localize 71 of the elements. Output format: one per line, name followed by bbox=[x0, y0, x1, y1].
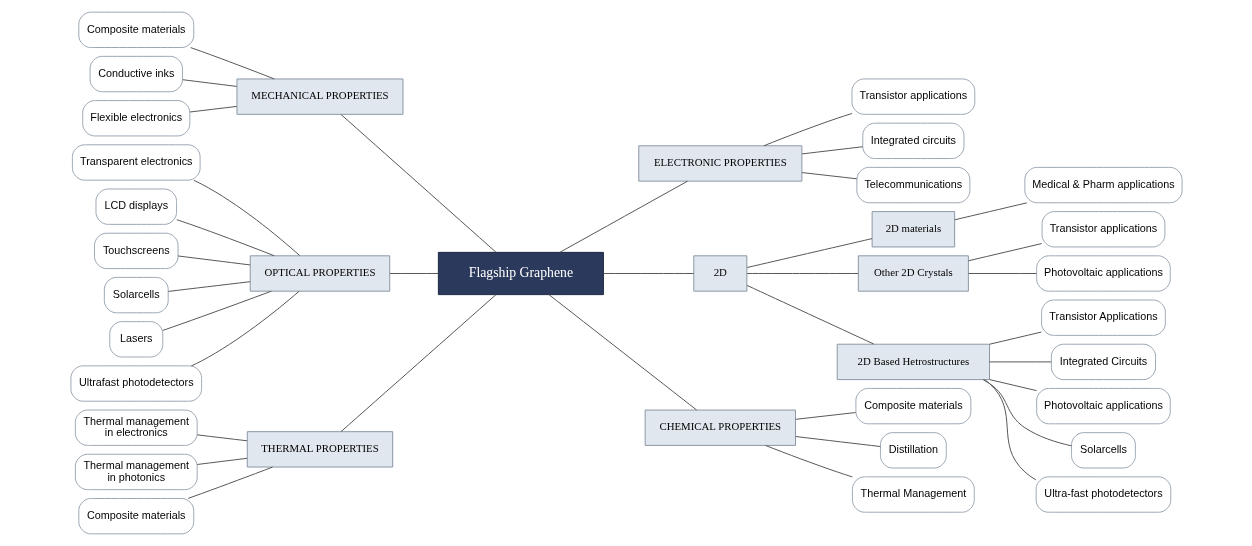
connector bbox=[196, 457, 247, 465]
node-box: Telecommunications bbox=[855, 166, 970, 204]
node-box: Solarcells bbox=[1070, 432, 1136, 469]
connector bbox=[196, 434, 247, 442]
node-box: OPTICAL PROPERTIES bbox=[249, 255, 390, 292]
node-box: Ultra-fast photodetectors bbox=[1035, 476, 1171, 513]
connector bbox=[340, 294, 496, 432]
connector bbox=[801, 172, 857, 180]
connector bbox=[190, 290, 300, 367]
connector bbox=[762, 113, 852, 147]
node-box: ELECTRONIC PROPERTIES bbox=[637, 145, 802, 182]
connector bbox=[746, 238, 873, 268]
node-box: Medical & Pharm applications bbox=[1023, 166, 1183, 204]
connector bbox=[983, 379, 1036, 481]
node-box: Transistor applications bbox=[851, 78, 975, 115]
node-box: Photovoltaic applications bbox=[1035, 387, 1171, 425]
node-box: Thermal management in electronics bbox=[74, 409, 198, 446]
node-box: Lasers bbox=[108, 321, 163, 358]
connector bbox=[602, 273, 694, 274]
connector bbox=[794, 412, 856, 420]
connector bbox=[340, 114, 496, 253]
connector bbox=[953, 202, 1027, 221]
node-box: Conductive inks bbox=[89, 55, 183, 93]
connector bbox=[746, 273, 859, 274]
node-box: Thermal Management bbox=[851, 476, 975, 513]
connector bbox=[988, 379, 1037, 392]
node-box: Transistor Applications bbox=[1040, 299, 1166, 336]
connector bbox=[794, 436, 881, 448]
node-box: Touchscreens bbox=[93, 232, 178, 270]
connector bbox=[181, 79, 237, 87]
connector bbox=[175, 219, 275, 257]
node-box: 2D bbox=[692, 255, 747, 292]
node-box: CHEMICAL PROPERTIES bbox=[644, 409, 796, 446]
node-box: Composite materials bbox=[77, 11, 194, 48]
node-box: LCD displays bbox=[95, 188, 177, 225]
connector bbox=[988, 331, 1042, 345]
node-box: Integrated circuits bbox=[861, 122, 964, 160]
node-box: Transistor applications bbox=[1041, 211, 1165, 248]
connector bbox=[188, 105, 237, 113]
node-box: Thermal management in photonics bbox=[74, 453, 198, 491]
connector bbox=[988, 361, 1052, 363]
node-box: Integrated Circuits bbox=[1050, 343, 1156, 381]
connector bbox=[967, 243, 1042, 262]
node-box: Composite materials bbox=[854, 387, 971, 425]
node-box: Photovoltaic applications bbox=[1035, 255, 1171, 292]
connector bbox=[547, 294, 697, 411]
connector bbox=[161, 290, 272, 331]
connector bbox=[177, 255, 251, 266]
node-box: 2D Based Hetrostructures bbox=[836, 343, 990, 381]
connector bbox=[167, 281, 251, 292]
connector bbox=[389, 273, 439, 274]
node-box: Ultrafast photodetectors bbox=[69, 365, 202, 402]
node-box: 2D materials bbox=[871, 211, 955, 248]
node-box: Other 2D Crystals bbox=[857, 255, 969, 292]
connector bbox=[187, 466, 273, 499]
node-box: Composite materials bbox=[77, 498, 194, 535]
connector bbox=[746, 284, 874, 345]
connector bbox=[801, 146, 863, 155]
node-box: THERMAL PROPERTIES bbox=[246, 431, 393, 468]
node-box: Solarcells bbox=[103, 276, 169, 314]
node-box: Transparent electronics bbox=[71, 144, 201, 181]
connector bbox=[982, 379, 1072, 447]
connector bbox=[764, 445, 853, 478]
connector bbox=[192, 179, 300, 256]
node-box: Flexible electronics bbox=[81, 100, 190, 137]
node-box: Distillation bbox=[879, 432, 947, 469]
connector bbox=[558, 180, 688, 253]
node-box: MECHANICAL PROPERTIES bbox=[235, 78, 403, 115]
connector bbox=[189, 47, 275, 80]
connector bbox=[967, 273, 1037, 274]
node-box: Flagship Graphene bbox=[437, 251, 604, 296]
